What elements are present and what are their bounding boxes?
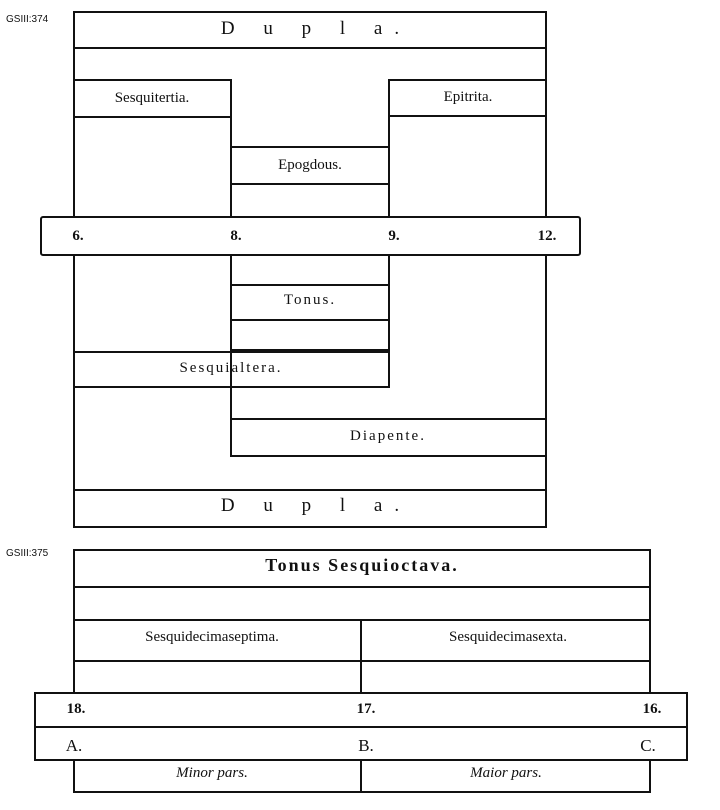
letter-c: C.: [640, 736, 656, 755]
tonus-label: Tonus.: [283, 292, 337, 308]
divider: [73, 619, 651, 621]
top-frame-lower: [73, 255, 547, 528]
divider: [73, 47, 547, 49]
divider: [230, 255, 232, 457]
diapente-label: Diapente.: [350, 428, 426, 444]
divider: [360, 619, 362, 695]
letter-a: A.: [65, 736, 83, 755]
number-12: 12.: [537, 228, 557, 244]
divider: [388, 255, 390, 388]
divider: [73, 489, 547, 491]
maior-pars-label: Maior pars.: [470, 765, 542, 781]
sesquidecimasexta-label: Sesquidecimasexta.: [449, 629, 567, 645]
number-18: 18.: [66, 701, 86, 717]
ref-label-bottom: GSIII:375: [6, 548, 49, 559]
divider: [230, 319, 390, 321]
sesquialtera-label: Sesquialtera.: [179, 360, 283, 376]
sesquitertia-label: Sesquitertia.: [114, 90, 190, 106]
divider: [360, 759, 362, 793]
divider: [230, 349, 390, 351]
divider: [230, 183, 390, 185]
divider: [388, 115, 547, 117]
number-16: 16.: [642, 701, 662, 717]
number-6: 6.: [72, 228, 84, 244]
tonus-sesquioctava-label: Tonus Sesquioctava.: [265, 555, 459, 575]
dupla-top-label: D u p l a.: [220, 18, 412, 39]
epogdous-label: Epogdous.: [278, 157, 342, 173]
minor-pars-label: Minor pars.: [176, 765, 248, 781]
number-8: 8.: [230, 228, 242, 244]
parts-box: [73, 759, 651, 793]
divider: [230, 284, 390, 286]
divider: [73, 586, 651, 588]
number-17: 17.: [356, 701, 376, 717]
letter-b: B.: [358, 736, 374, 755]
sesquialtera-box: [73, 351, 390, 388]
number-9: 9.: [388, 228, 400, 244]
dupla-bottom-label: D u p l a.: [220, 495, 412, 516]
divider: [34, 726, 688, 728]
diapente-box: [230, 418, 547, 457]
divider: [73, 660, 651, 662]
ref-label-top: GSIII:374: [6, 14, 49, 25]
divider: [73, 116, 232, 118]
number-bar-top: [40, 216, 581, 256]
sesquidecimaseptima-label: Sesquidecimaseptima.: [145, 629, 279, 645]
epitrita-label: Epitrita.: [443, 89, 493, 105]
